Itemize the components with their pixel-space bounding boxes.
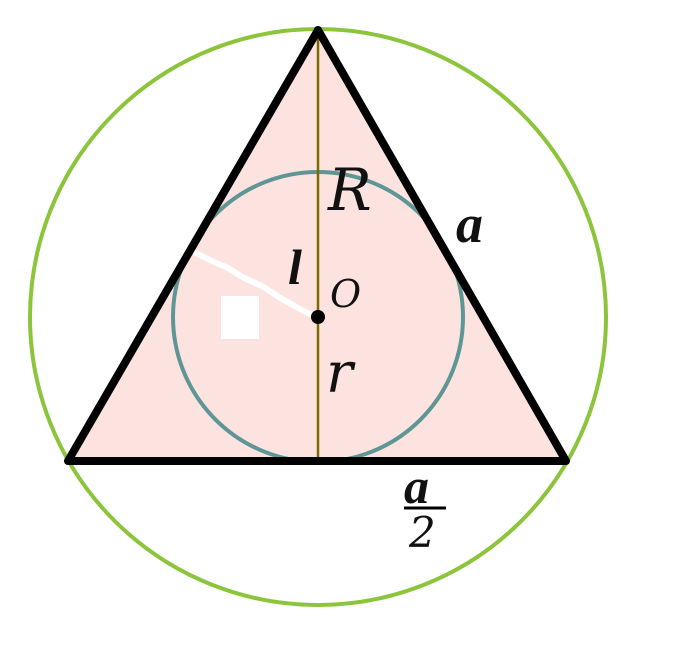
label-a-side: a (456, 194, 483, 254)
center-point (311, 310, 325, 324)
label-R: R (327, 156, 372, 224)
label-r: r (326, 341, 356, 406)
triangle-outline (64, 26, 570, 465)
right-angle-square (221, 296, 259, 339)
label-o: O (330, 272, 361, 316)
label-l: l (288, 239, 302, 295)
fraction-numerator: a (404, 458, 429, 514)
segment-l (193, 250, 319, 320)
fraction-denominator: 2 (408, 508, 436, 557)
